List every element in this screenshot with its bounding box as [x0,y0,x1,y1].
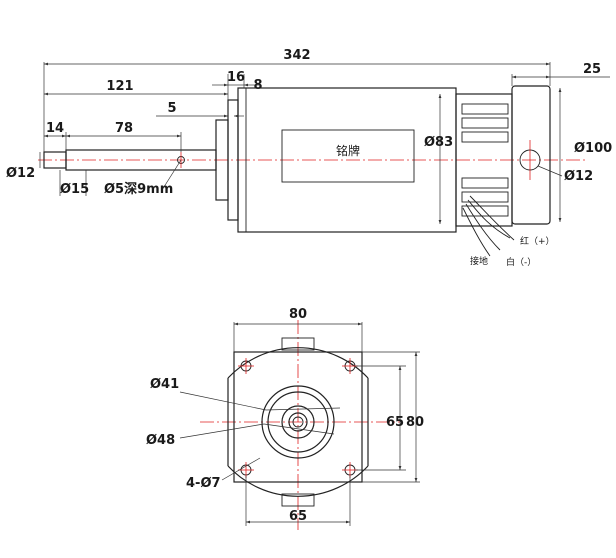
body-diameter-label: Ø83 [424,135,453,150]
height-right-label: 80 [406,415,424,430]
side-view: 铭牌 Ø83 Ø100 Ø12 红（+） 白（-） 接地 [6,48,612,268]
square-flange [233,351,363,483]
hole-spacing-right-label: 65 [386,415,404,430]
collar-width-label: 8 [253,78,262,93]
pilot-diameter-label: Ø48 [146,433,175,448]
bore-circle [267,391,329,453]
shaft-circle [288,412,308,432]
cap-diameter-label: Ø100 [574,141,612,156]
front-view: Ø41 Ø48 4-Ø7 80 65 65 80 [146,307,424,530]
shaft-step-label: 14 [46,121,64,136]
bore-diameter-label: Ø41 [150,377,179,392]
shaft-extension-label: 121 [106,79,133,94]
overall-length-label: 342 [283,48,310,63]
hub-circle [281,405,315,439]
end-cap [511,85,551,225]
hole-spacing-bottom-label: 65 [289,509,307,524]
shaft-diameter-label: Ø12 [6,166,35,181]
end-cap-width-label: 25 [583,62,601,77]
flange-thickness-label: 16 [227,70,245,85]
wire-ground [462,207,491,257]
mount-holes [238,358,358,478]
wire-ground-label: 接地 [470,255,488,267]
rear-shaft-diameter-label: Ø12 [564,169,593,184]
shaft-step-diameter-label: Ø15 [60,182,89,197]
mount-holes-label: 4-Ø7 [186,476,221,491]
hole-depth-label: Ø5深9mm [104,181,173,197]
pilot-circle [261,385,335,459]
nameplate-area [281,129,415,183]
wire-red [467,199,511,239]
wire-white-label: 白（-） [506,256,536,268]
nameplate-label: 铭牌 [336,143,360,158]
wire-red-label: 红（+） [520,235,555,247]
keyway-offset-label: 5 [167,101,176,116]
shaft-length-label: 78 [115,121,133,136]
width-top-label: 80 [289,307,307,322]
